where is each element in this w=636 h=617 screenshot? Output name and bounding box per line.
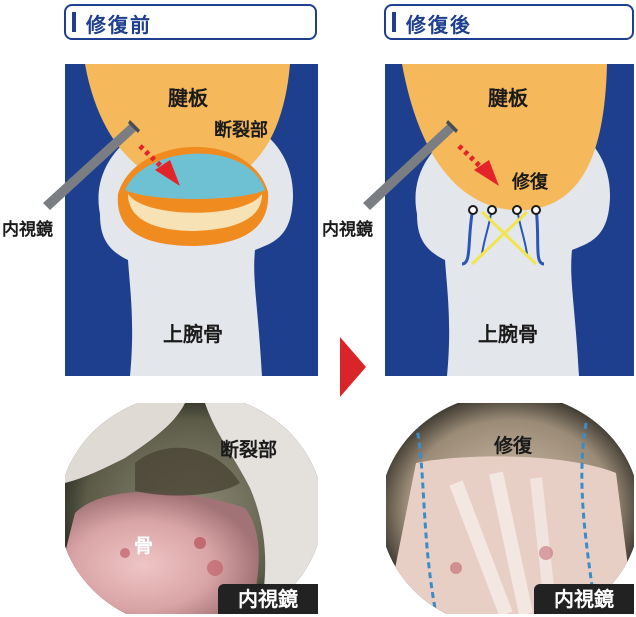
diagram-tear-label: 断裂部 [214,119,268,141]
before-header-title: 修復前 [86,9,152,38]
transition-arrow-icon [340,337,366,397]
before-diagram: 腱板 断裂部 上腕骨 内視鏡 [0,64,320,376]
anchor-2 [488,206,496,214]
diagram-bone-label: 上腕骨 [478,322,538,346]
after-header: 修復後 [384,4,634,40]
diagram-scope-label: 内視鏡 [2,219,53,240]
diagram-tendon-label: 腱板 [168,86,209,110]
header-accent-bar [392,12,396,32]
before-after-arrow [338,337,368,397]
after-header-title: 修復後 [406,9,472,38]
diagram-scope-label: 内視鏡 [322,219,373,240]
before-header: 修復前 [64,4,317,40]
anchor-1 [469,206,477,214]
before-arthroscopy-photo: 断裂部 骨 内視鏡 [65,403,318,614]
after-arthroscopy-photo: 修復 内視鏡 [386,403,634,614]
header-accent-bar [72,12,76,32]
photo-scope-badge: 内視鏡 [218,584,318,614]
arthroscopy-view [65,403,318,614]
photo-scope-badge: 内視鏡 [534,584,634,614]
photo-bone-label: 骨 [134,531,153,558]
anchor-3 [513,206,521,214]
photo-tear-label: 断裂部 [220,435,277,462]
photo-repair-label: 修復 [494,431,532,458]
diagram-tendon-label: 腱板 [488,86,529,110]
anchor-4 [532,206,540,214]
after-diagram: 腱板 修復 上腕骨 内視鏡 [322,64,636,376]
diagram-repair-label: 修復 [511,171,549,193]
diagram-bone-label: 上腕骨 [163,322,223,346]
